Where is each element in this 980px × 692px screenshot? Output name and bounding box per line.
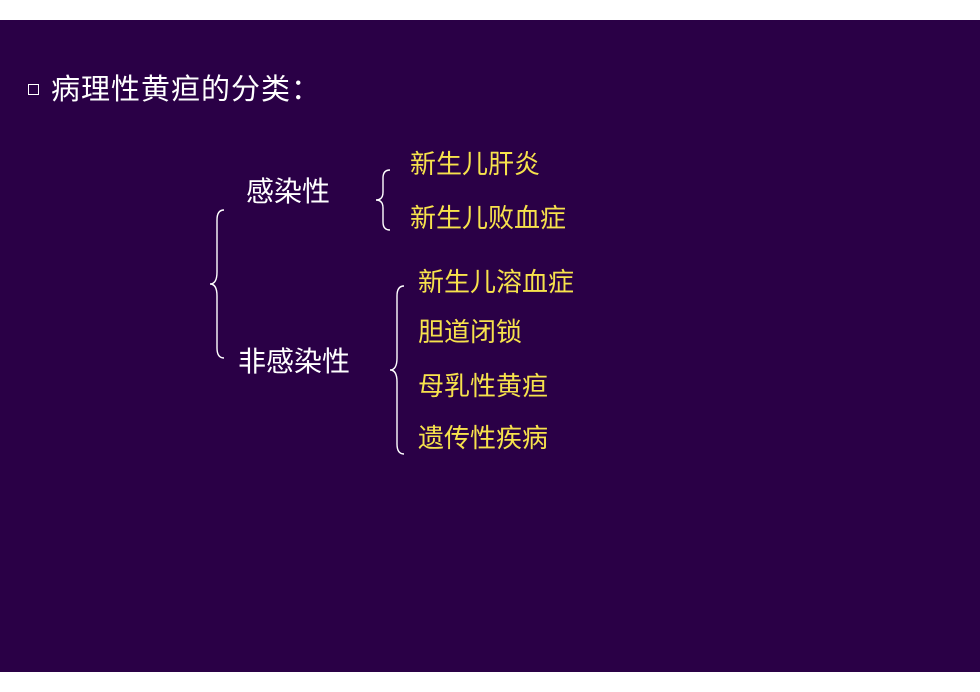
hollow-square-bullet-icon (28, 83, 39, 95)
list-item: 胆道闭锁 (418, 318, 523, 348)
list-item: 遗传性疾病 (418, 424, 549, 454)
list-item: 新生儿败血症 (410, 204, 567, 234)
list-item: 新生儿肝炎 (410, 150, 541, 180)
group-label-infectious: 感染性 (246, 175, 331, 208)
slide: 病理性黄疸的分类： 感染性 新生儿肝炎 新生儿败血症 非感染性 新生儿溶血症 胆… (0, 20, 980, 672)
outer-brace-icon (209, 209, 225, 359)
non-infectious-brace-icon (389, 285, 405, 455)
list-item: 母乳性黄疸 (418, 372, 549, 402)
list-item: 新生儿溶血症 (418, 268, 575, 298)
group-label-non-infectious: 非感染性 (238, 345, 351, 378)
slide-title: 病理性黄疸的分类： (51, 72, 322, 106)
infectious-brace-icon (375, 169, 391, 231)
title-row: 病理性黄疸的分类： (28, 67, 321, 107)
